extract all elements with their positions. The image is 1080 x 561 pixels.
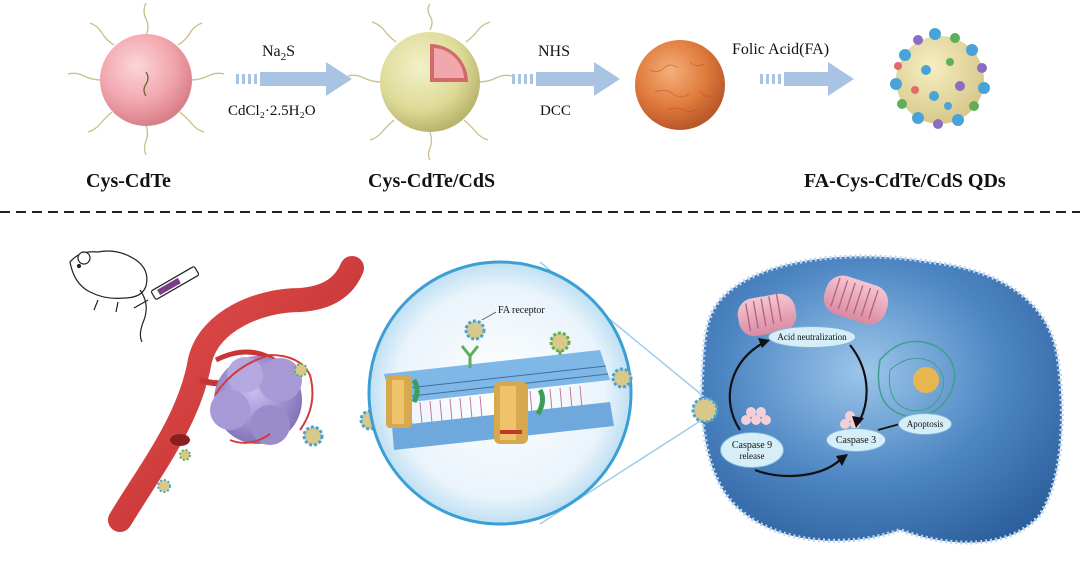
cancer-cell — [691, 254, 1064, 545]
arrow-step-3 — [760, 62, 854, 96]
activated-particle — [635, 40, 725, 130]
arrow-step-1 — [236, 62, 352, 96]
node-caspase3: Caspase 3 — [826, 428, 886, 452]
label-fa-qds: FA-Cys-CdTe/CdS QDs — [804, 170, 1006, 192]
nucleus — [877, 340, 956, 418]
mitochondria-right — [823, 275, 889, 325]
fa-qd-particle — [890, 28, 990, 129]
syringe-sketch — [133, 266, 200, 309]
mouse-sketch — [69, 250, 148, 343]
membrane-channel-left — [386, 376, 412, 428]
tumor-mass — [210, 353, 314, 445]
reagent-cdcl2: CdCl₂·2.5H₂O — [228, 103, 316, 119]
label-cys-cdte-cds: Cys-CdTe/CdS — [368, 170, 496, 192]
node-caspase9-release: Caspase 9 release — [720, 432, 784, 468]
caspase9-vesicles — [741, 407, 771, 425]
fa-receptor-label: FA receptor — [498, 305, 545, 316]
membrane-zoom — [367, 260, 633, 526]
label-cys-cdte: Cys-CdTe — [86, 170, 171, 192]
mitochondria-left — [737, 293, 797, 337]
reagent-na2s: Na2S — [262, 43, 296, 64]
node-apoptosis: Apoptosis — [898, 413, 952, 435]
reagent-nhs: NHS — [538, 43, 571, 60]
reagent-folic-acid: Folic Acid(FA) — [732, 41, 830, 58]
node-acid-neutralization: Acid neutralization — [768, 326, 856, 348]
cys-cdte-particle — [67, 2, 225, 156]
entering-qd — [691, 396, 719, 424]
reagent-dcc: DCC — [540, 103, 571, 119]
membrane-channel-right — [494, 382, 528, 444]
arrow-step-2 — [512, 62, 620, 96]
cys-cdte-cds-particle — [347, 3, 513, 161]
apoptosis-link — [877, 423, 901, 431]
pathway-arrows — [728, 338, 868, 478]
